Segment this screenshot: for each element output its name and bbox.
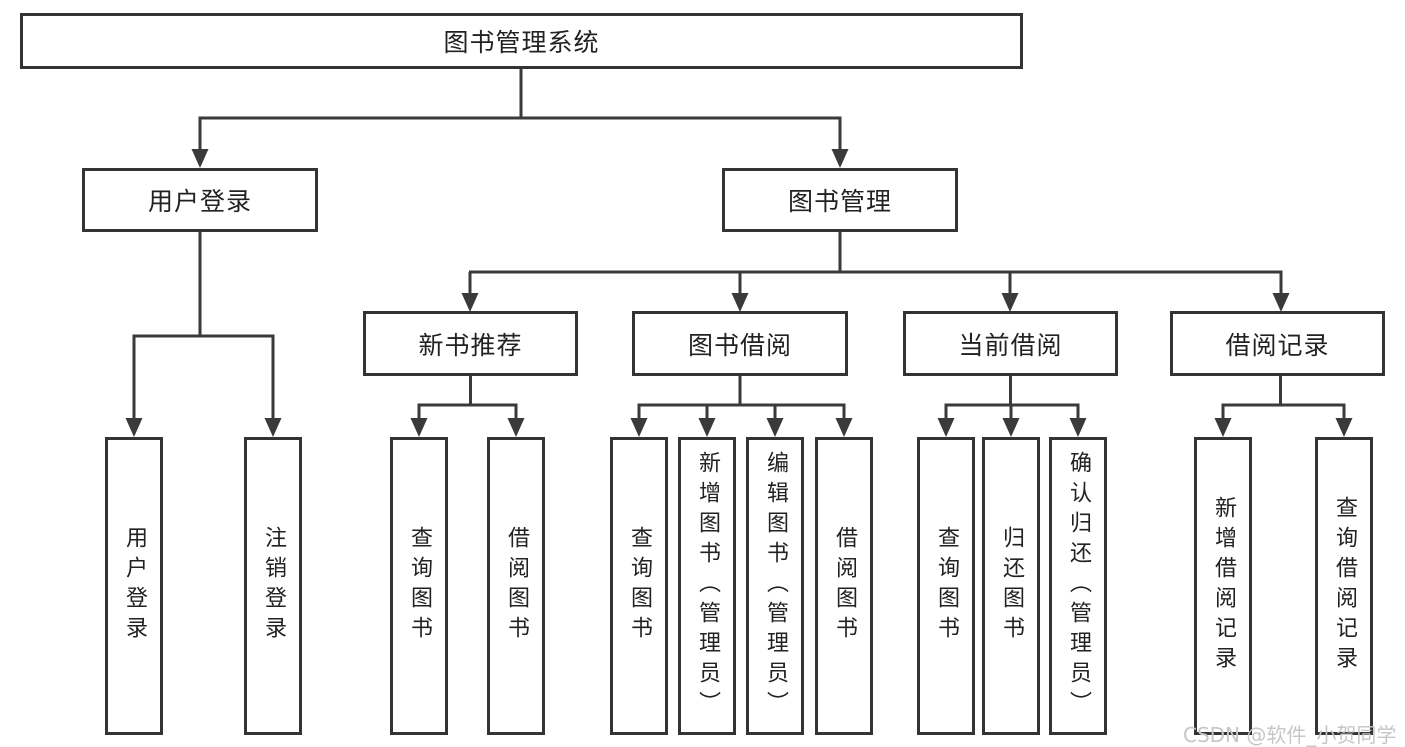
node-current-borrowing: 当前借阅 [903,311,1118,376]
node-leaf-borrowing-edit-admin: 编辑图书（管理员） [746,437,804,735]
node-leaf-logout: 注销登录 [244,437,302,735]
leaf-label: 确认归还（管理员） [1066,451,1091,721]
leaf-label: 借阅图书 [504,526,529,646]
node-leaf-records-add: 新增借阅记录 [1194,437,1252,735]
node-leaf-borrowing-borrow: 借阅图书 [815,437,873,735]
node-leaf-newbooks-query: 查询图书 [390,437,448,735]
leaf-label: 归还图书 [999,526,1024,646]
node-leaf-borrowing-add-admin: 新增图书（管理员） [678,437,736,735]
node-leaf-borrowing-query: 查询图书 [610,437,668,735]
leaf-label: 用户登录 [122,526,147,646]
node-leaf-current-return: 归还图书 [982,437,1040,735]
node-root: 图书管理系统 [20,13,1023,69]
node-leaf-records-query: 查询借阅记录 [1315,437,1373,735]
leaf-label: 查询图书 [934,526,959,646]
leaf-label: 查询图书 [627,526,652,646]
leaf-label: 新增借阅记录 [1211,496,1236,676]
csdn-watermark: CSDN @软件_小贺同学 [1183,723,1397,747]
node-leaf-current-query: 查询图书 [917,437,975,735]
node-leaf-newbooks-borrow: 借阅图书 [487,437,545,735]
leaf-label: 查询借阅记录 [1332,496,1357,676]
node-leaf-current-confirm-admin: 确认归还（管理员） [1049,437,1107,735]
node-leaf-user-login: 用户登录 [105,437,163,735]
leaf-label: 编辑图书（管理员） [763,451,788,721]
leaf-label: 注销登录 [261,526,286,646]
node-borrow-records: 借阅记录 [1170,311,1385,376]
node-new-book-recommend: 新书推荐 [363,311,578,376]
node-book-management: 图书管理 [722,168,958,232]
leaf-label: 查询图书 [407,526,432,646]
leaf-label: 新增图书（管理员） [695,451,720,721]
node-user-login: 用户登录 [82,168,318,232]
leaf-label: 借阅图书 [832,526,857,646]
node-book-borrowing: 图书借阅 [632,311,848,376]
